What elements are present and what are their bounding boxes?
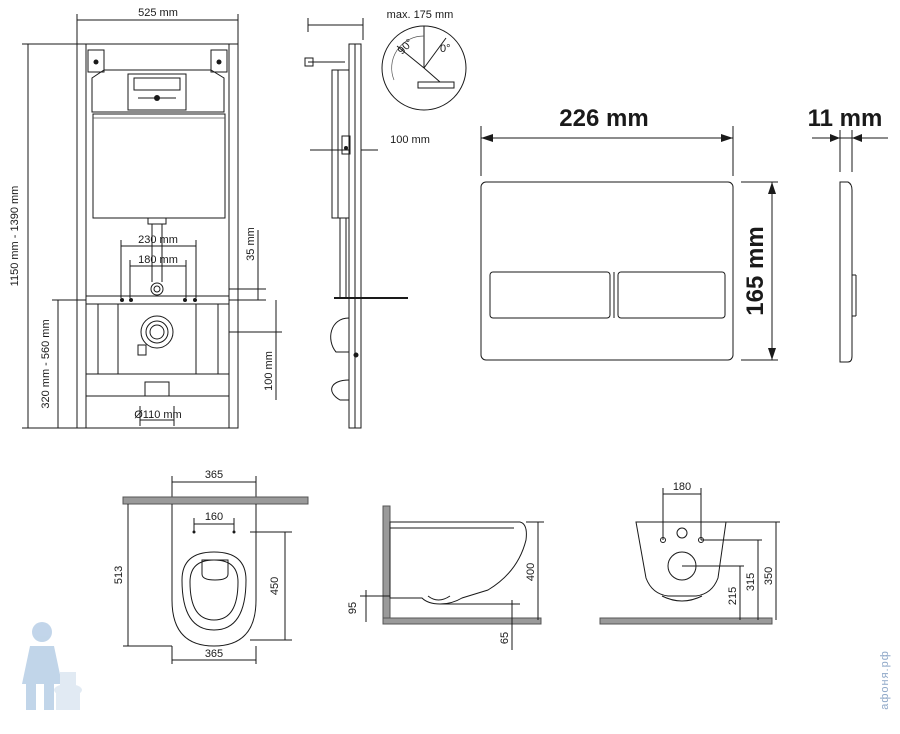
button-thickness-label: 11 mm	[808, 105, 883, 132]
flush-button-side: 11 mm	[808, 105, 888, 363]
toilet-front-view: 180 350 315 215	[599, 481, 780, 625]
bottom-width-label: 365	[205, 648, 223, 660]
stud-inner-label: 180 mm	[138, 254, 178, 266]
front-h215-label: 215	[727, 587, 739, 605]
watermark-text: афоня.рф	[879, 650, 891, 710]
frame-side-view: max. 175 mm 100 mm 90° 0°	[304, 9, 467, 429]
max-depth-label: max. 175 mm	[387, 9, 454, 21]
flush-button-front: 226 mm 165 mm	[480, 105, 778, 361]
stud-offset-label: 35 mm	[245, 227, 257, 261]
frame-front-view: 525 mm 230 mm 180 mm	[9, 7, 282, 429]
toilet-side-view: 400 95 65	[347, 505, 544, 650]
top-stud-label: 160	[205, 511, 223, 523]
top-bowl-label: 450	[269, 577, 281, 595]
side-height-label: 400	[525, 563, 537, 581]
outlet-offset-label: 100 mm	[263, 351, 275, 391]
top-width-label: 365	[205, 469, 223, 481]
frame-height-label: 1150 mm - 1390 mm	[9, 186, 21, 287]
angle-0-label: 0°	[440, 43, 451, 55]
toilet-top-view: 365 160 513 450 365	[113, 469, 309, 664]
front-stud-label: 180	[673, 481, 691, 493]
stud-outer-label: 230 mm	[138, 234, 178, 246]
outlet-height-label: 320 mm - 560 mm	[40, 319, 52, 408]
side-outlet-label: 95	[347, 602, 359, 614]
button-height-label: 165 mm	[742, 226, 769, 315]
side-depth-label: 100 mm	[390, 134, 430, 146]
front-h315-label: 315	[745, 573, 757, 591]
plumber-logo	[22, 622, 82, 710]
outlet-diameter-label: Ø110 mm	[134, 409, 181, 421]
button-width-label: 226 mm	[559, 105, 648, 132]
frame-width-label: 525 mm	[138, 7, 178, 19]
angle-90-label: 90°	[396, 37, 416, 57]
side-base-label: 65	[499, 632, 511, 644]
top-length-label: 513	[113, 566, 125, 584]
front-h350-label: 350	[763, 567, 775, 585]
